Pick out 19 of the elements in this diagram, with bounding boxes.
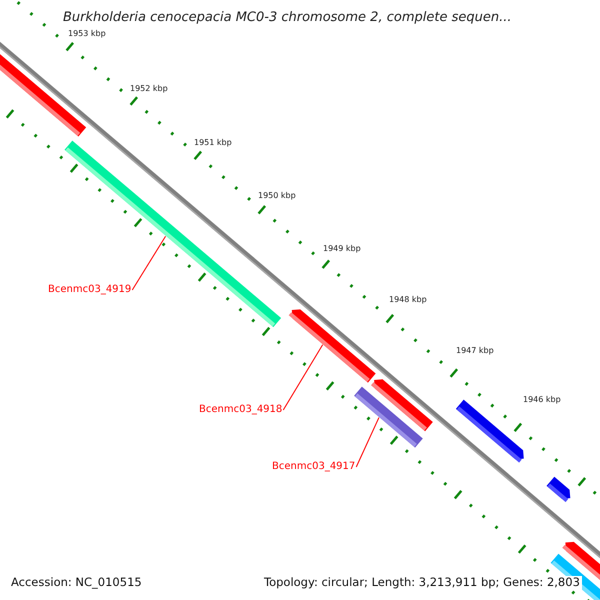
scale-label: 1946 kbp <box>523 396 561 404</box>
leader-line <box>132 236 166 290</box>
scale-label: 1948 kbp <box>389 296 427 304</box>
accession-text: Accession: NC_010515 <box>9 576 144 590</box>
scale-label: 1953 kbp <box>68 30 106 38</box>
gene-label: Bcenmc03_4918 <box>199 405 282 415</box>
scale-label: 1950 kbp <box>258 192 296 200</box>
leader-line <box>282 344 324 410</box>
scale-label: 1951 kbp <box>194 139 232 147</box>
map-title: Burkholderia cenocepacia MC0-3 chromosome 2, complete sequen... <box>63 11 512 24</box>
gene-bar <box>354 386 423 448</box>
gene-label: Bcenmc03_4919 <box>48 285 132 295</box>
genome-summary-text: Topology: circular; Length: 3,213,911 bp; Genes: 2,803 <box>262 576 582 590</box>
scale-label: 1952 kbp <box>130 85 168 93</box>
leader-line <box>356 417 380 468</box>
gene-label: Bcenmc03_4917 <box>272 462 356 472</box>
scale-label: 1947 kbp <box>456 347 494 355</box>
scale-label: 1949 kbp <box>323 245 361 253</box>
gene-feature <box>288 309 376 383</box>
